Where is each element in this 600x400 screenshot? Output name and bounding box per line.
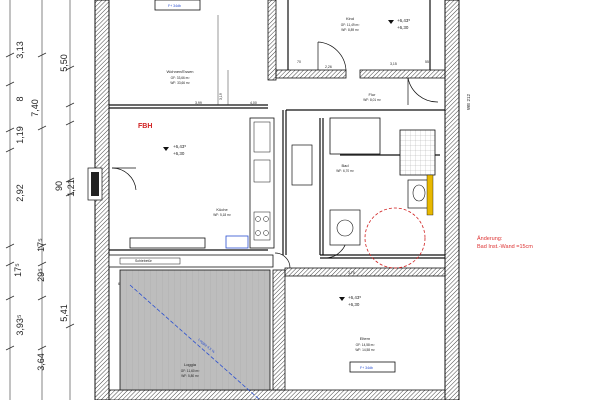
loggia	[108, 254, 274, 400]
dim-55: 55	[425, 60, 429, 64]
level-kind-2: +6,30	[397, 25, 409, 30]
room-wohnen-area1: GF: 33,66 m²	[171, 76, 190, 80]
room-kind-area2: WF: 8,89 m²	[341, 28, 359, 32]
dim-17-5-a: 17⁵	[36, 238, 46, 252]
dim-3-99: 3,99	[195, 101, 202, 105]
room-kueche-area: WF: 5,18 m²	[213, 213, 231, 217]
dim-5-41: 5,41	[59, 304, 69, 322]
dim-7-40: 7,40	[30, 99, 40, 117]
level-main: +6,43⁵	[173, 144, 186, 149]
room-eltern-name: Eltern	[360, 336, 370, 341]
dim-70: 70	[297, 60, 301, 64]
room-loggia-area2: WF: 5,80 m²	[181, 374, 199, 378]
level-main-2: +6,30	[173, 151, 185, 156]
dim-3-75: 3,75	[348, 271, 355, 275]
dim-3-15: 3,15	[390, 62, 397, 66]
room-wohnen-area2: WF: 33,66 m²	[170, 81, 189, 85]
dim-90: 90	[54, 181, 64, 191]
room-kind-name: Kind	[346, 16, 354, 21]
dim-3-13: 3,13	[15, 41, 25, 59]
room-bad-name: Bad	[341, 163, 348, 168]
bathroom	[291, 117, 436, 269]
room-kueche-name: Küche	[216, 207, 228, 212]
room-flur-name: Flur	[369, 92, 377, 97]
change-note-2: Bad Inst.-Wand =15cm	[477, 244, 533, 250]
level-eltern: +6,43⁵	[348, 295, 361, 300]
window-label-bottom: F+ 34db	[360, 366, 373, 370]
dim-3-93-5: 3,93⁵	[15, 314, 25, 336]
dim-29-5: 29⁵	[36, 268, 46, 282]
room-loggia-name: Loggia	[184, 362, 197, 367]
change-note-1: Änderung:	[477, 235, 503, 242]
sliding-door-label: Schiebetür	[135, 259, 153, 263]
left-dimension-chain: 3,13 5,50 7,40 1,19 8 2,92 90 1,21 17⁵ 1…	[5, 0, 76, 400]
kitchen-counter	[249, 117, 275, 249]
dim-1-19: 1,19	[15, 126, 25, 144]
room-eltern-area2: WF: 14,58 m²	[355, 348, 374, 352]
room-wohnen-name: Wohnen/Essen	[166, 69, 193, 74]
doors	[111, 41, 439, 269]
room-kind-area1: GF: 11,49 m²	[341, 23, 360, 27]
dim-5-50: 5,50	[59, 54, 69, 72]
level-marker-main: +6,43⁵ +6,30	[163, 144, 186, 156]
level-kind: +6,43⁵	[397, 18, 410, 23]
dim-3-64: 3,64	[36, 353, 46, 371]
room-flur-area: WF: 8,01 m²	[363, 98, 381, 102]
fbh-label: FBH	[138, 123, 152, 130]
room-eltern-area1: GF: 14,58 m²	[356, 343, 375, 347]
dim-8: 8	[15, 96, 25, 101]
window-label-top: F+ 34db	[168, 4, 181, 8]
inner-walls	[109, 0, 445, 259]
dim-3-19: 3,19	[219, 93, 223, 100]
dim-2-26: 2,26	[325, 65, 332, 69]
level-eltern-2: +6,30	[348, 302, 360, 307]
room-bad-area: WF: 6,70 m²	[336, 169, 354, 173]
dim-4-00: 4,00	[250, 101, 257, 105]
dim-17-5-b: 17⁵	[13, 263, 23, 277]
unit-label: WE 212	[466, 93, 471, 110]
dim-2-92: 2,92	[15, 184, 25, 202]
room-loggia-area1: GF: 11,60 m²	[181, 369, 200, 373]
dim-1-21: 1,21	[66, 179, 76, 197]
